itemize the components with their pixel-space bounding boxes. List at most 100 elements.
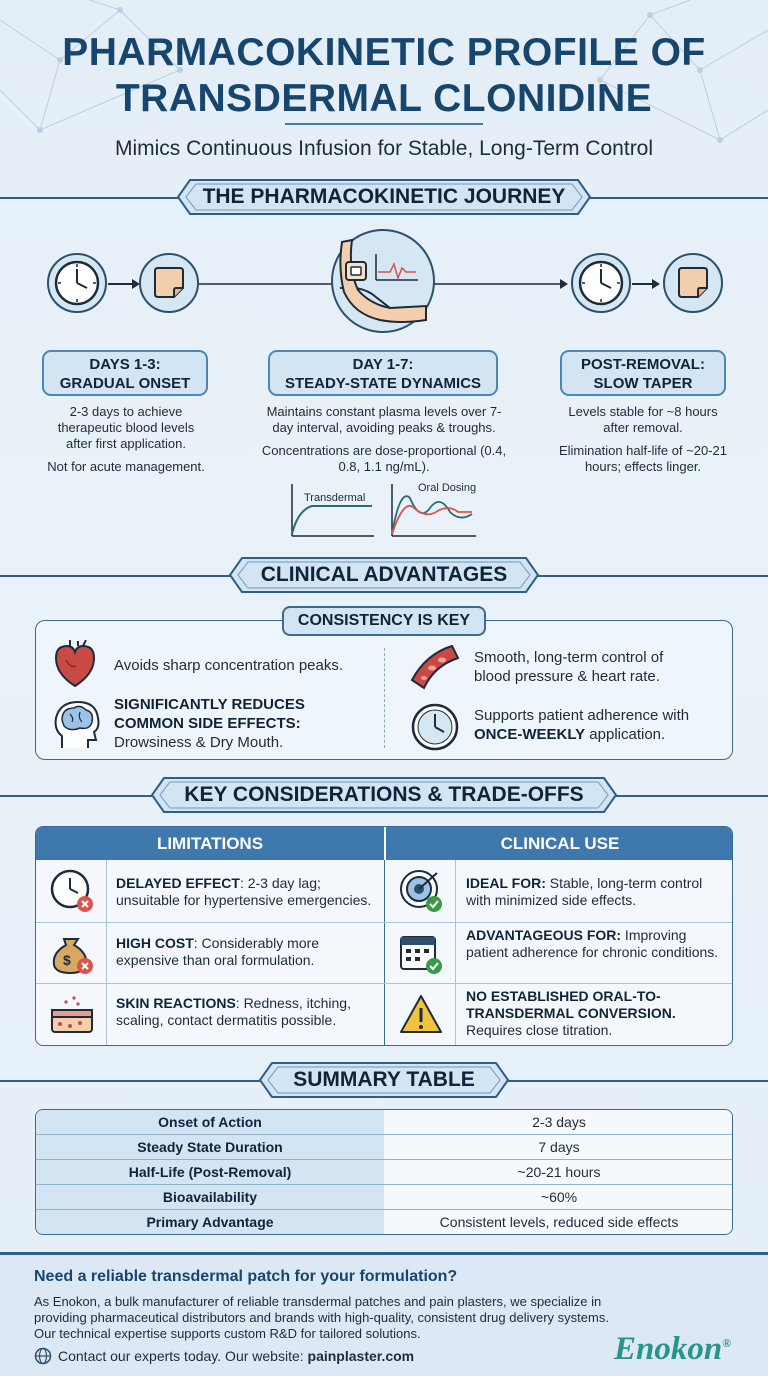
stage-label-line: SLOW TAPER <box>593 375 693 392</box>
table-row: Steady State Duration 7 days <box>36 1134 732 1159</box>
advantages-banner-text: CLINICAL ADVANTAGES <box>260 563 508 586</box>
stage-note: Not for acute management. <box>47 459 205 474</box>
use-advantageous-for: ADVANTAGEOUS FOR: Improving patient adhe… <box>466 927 728 961</box>
stage-text-onset: 2-3 days to achieve therapeutic blood le… <box>44 404 208 482</box>
limitation-detail: : Redness, itching, scaling, contact der… <box>116 995 351 1028</box>
blood-vessel-icon <box>410 644 460 690</box>
title-underline <box>285 123 483 125</box>
advantage-control: Smooth, long-term control of blood press… <box>474 648 663 686</box>
stage-label-post-removal: POST-REMOVAL: SLOW TAPER <box>560 350 726 396</box>
consistency-pill: CONSISTENCY IS KEY <box>282 606 486 636</box>
advantage-bold-line: SIGNIFICANTLY REDUCES <box>114 696 305 713</box>
advantages-banner: CLINICAL ADVANTAGES <box>228 556 540 594</box>
skin-reaction-icon <box>51 996 93 1033</box>
footer-body: As Enokon, a bulk manufacturer of reliab… <box>34 1294 609 1341</box>
calendar-check-icon <box>400 936 442 974</box>
money-bag-icon: $ <box>52 938 93 975</box>
advantage-line: Smooth, long-term control of <box>474 649 664 666</box>
stage-label-line: STEADY-STATE DYNAMICS <box>284 375 482 392</box>
summary-key: Steady State Duration <box>36 1135 384 1159</box>
table-row-divider <box>36 983 732 984</box>
use-title: ADVANTAGEOUS FOR: <box>466 927 622 943</box>
heart-icon <box>54 640 96 688</box>
website-link[interactable]: painplaster.com <box>307 1348 415 1364</box>
arm-patch-icon <box>331 229 435 333</box>
table-row: Half-Life (Post-Removal) ~20-21 hours <box>36 1159 732 1184</box>
advantage-line-end: application. <box>589 726 666 743</box>
stage-text-steady-state: Maintains constant plasma levels over 7-… <box>258 404 510 482</box>
title-line-1: PHARMACOKINETIC PROFILE OF <box>62 31 706 74</box>
use-title: IDEAL FOR: <box>466 875 546 891</box>
footer: Need a reliable transdermal patch for yo… <box>0 1252 768 1376</box>
enokon-logo: Enokon® <box>614 1331 731 1368</box>
network-background <box>0 0 768 143</box>
warning-icon <box>400 995 442 1033</box>
stage-description: Levels stable for ~8 hours after removal… <box>568 404 718 435</box>
tradeoffs-table: LIMITATIONS CLINICAL USE DELAYED EFFECT:… <box>35 826 733 1046</box>
use-no-conversion: NO ESTABLISHED ORAL-TO-TRANSDERMAL CONVE… <box>466 988 728 1039</box>
stage-label-onset: DAYS 1-3: GRADUAL ONSET <box>42 350 208 396</box>
table-row: Primary Advantage Consistent levels, red… <box>36 1209 732 1234</box>
target-icon <box>400 870 442 912</box>
table-row: Onset of Action 2-3 days <box>36 1110 732 1134</box>
limitation-detail: : Considerably more expensive than oral … <box>116 935 320 968</box>
use-title: NO ESTABLISHED ORAL-TO-TRANSDERMAL CONVE… <box>466 988 676 1021</box>
use-detail: Improving patient adherence for chronic … <box>466 927 719 960</box>
transdermal-chart-label: Transdermal <box>304 492 366 504</box>
summary-banner: SUMMARY TABLE <box>258 1061 510 1099</box>
advantage-side-effects: SIGNIFICANTLY REDUCES COMMON SIDE EFFECT… <box>114 695 305 752</box>
limitation-title: HIGH COST <box>116 935 194 951</box>
oral-dosing-mini-chart <box>391 484 476 537</box>
stage-note: Concentrations are dose-proportional (0.… <box>261 443 507 474</box>
summary-key: Half-Life (Post-Removal) <box>36 1160 384 1184</box>
title-line-2: TRANSDERMAL CLONIDINE <box>115 77 653 120</box>
table-row: Bioavailability ~60% <box>36 1184 732 1209</box>
summary-key: Primary Advantage <box>36 1210 384 1234</box>
advantage-line: blood pressure & heart rate. <box>474 668 660 685</box>
page-title: PHARMACOKINETIC PROFILE OF TRANSDERMAL C… <box>0 30 768 122</box>
clock-icon <box>47 253 107 313</box>
advantage-adherence: Supports patient adherence with ONCE-WEE… <box>474 706 689 744</box>
tradeoffs-banner: KEY CONSIDERATIONS & TRADE-OFFS <box>150 776 618 814</box>
stage-label-steady-state: DAY 1-7: STEADY-STATE DYNAMICS <box>268 350 498 396</box>
patch-icon <box>139 253 199 313</box>
table-row-divider <box>36 922 732 923</box>
limitation-detail: : 2-3 day lag; unsuitable for hypertensi… <box>116 875 372 908</box>
tradeoffs-banner-text: KEY CONSIDERATIONS & TRADE-OFFS <box>184 783 584 806</box>
table-icon-divider <box>106 860 107 1045</box>
summary-value: ~20-21 hours <box>385 1160 732 1184</box>
footer-contact: Contact our experts today. Our website: … <box>58 1348 414 1364</box>
logo-text: Enokon <box>614 1331 723 1367</box>
banner-frame <box>150 777 618 813</box>
table-icon-divider <box>455 860 456 1045</box>
footer-heading: Need a reliable transdermal patch for yo… <box>34 1268 458 1285</box>
stage-text-post-removal: Levels stable for ~8 hours after removal… <box>556 404 730 482</box>
registered-mark: ® <box>722 1336 732 1350</box>
summary-value: 7 days <box>385 1135 732 1159</box>
use-detail: Requires close titration. <box>466 1022 613 1038</box>
advantage-peaks: Avoids sharp concentration peaks. <box>114 657 344 674</box>
transdermal-mini-chart <box>291 484 374 537</box>
use-detail: Stable, long-term control with minimized… <box>466 875 703 908</box>
svg-text:$: $ <box>63 952 71 968</box>
table-column-divider <box>384 860 385 1045</box>
stage-label-line: POST-REMOVAL: <box>581 356 705 373</box>
advantage-line: Supports patient adherence with <box>474 707 690 724</box>
stage-description: Maintains constant plasma levels over 7-… <box>266 404 502 435</box>
stage-label-line: DAY 1-7: <box>352 356 414 373</box>
journey-banner: THE PHARMACOKINETIC JOURNEY <box>176 178 592 216</box>
oral-chart-label: Oral Dosing <box>418 482 477 494</box>
summary-banner-text: SUMMARY TABLE <box>293 1068 475 1091</box>
limitation-skin-reactions: SKIN REACTIONS: Redness, itching, scalin… <box>116 995 378 1029</box>
globe-icon <box>34 1347 52 1365</box>
clock-icon <box>571 253 631 313</box>
limitations-header: LIMITATIONS <box>36 827 384 860</box>
summary-table: Onset of Action 2-3 days Steady State Du… <box>35 1109 733 1235</box>
summary-key: Bioavailability <box>36 1185 384 1209</box>
banner-frame <box>228 557 540 593</box>
limitation-high-cost: HIGH COST: Considerably more expensive t… <box>116 935 378 969</box>
stage-note: Elimination half-life of ~20-21 hours; e… <box>558 443 727 474</box>
page-subtitle: Mimics Continuous Infusion for Stable, L… <box>114 137 654 160</box>
summary-key: Onset of Action <box>36 1110 384 1134</box>
